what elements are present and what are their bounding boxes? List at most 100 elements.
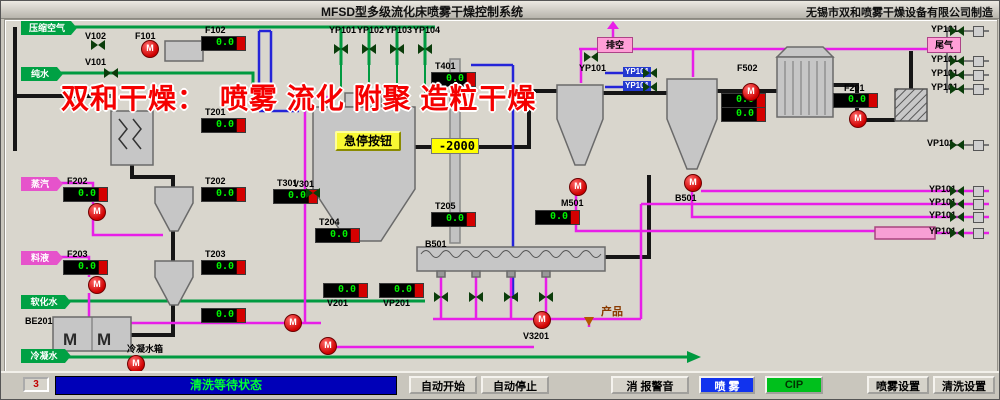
status-counter: 3: [23, 377, 49, 392]
valve[interactable]: [950, 84, 964, 94]
pump-motor[interactable]: M: [742, 83, 760, 101]
valve-body-icon: [546, 292, 553, 302]
button-spray-mode[interactable]: 喷 雾: [699, 376, 755, 394]
tag-label-YP101: YP101: [579, 63, 607, 73]
valve[interactable]: [950, 140, 964, 150]
valve-body-icon: [476, 292, 483, 302]
stream-tag-compressed-air: 压缩空气: [21, 21, 77, 35]
display-unit-tag: [236, 261, 245, 274]
valve-body-icon: [950, 56, 957, 66]
display-value: 0.0: [215, 261, 234, 272]
button-cip-mode[interactable]: CIP: [765, 376, 823, 394]
valve-body-icon: [91, 40, 98, 50]
valve-body-icon: [957, 26, 964, 36]
button-spray-settings[interactable]: 喷雾设置: [867, 376, 929, 394]
display-value: 0.0: [847, 94, 866, 105]
valve-body-icon: [950, 186, 957, 196]
valve-body-icon: [104, 68, 111, 78]
button-mute-alarm[interactable]: 消 报警音: [611, 376, 689, 394]
emergency-stop-button[interactable]: 急停按钮: [335, 131, 401, 151]
valve[interactable]: [306, 188, 320, 198]
tag-label-V101: V101: [85, 57, 107, 67]
valve[interactable]: [469, 292, 483, 302]
tag-label-T201: T201: [205, 107, 226, 117]
display-value: 0.0: [215, 119, 234, 130]
valve[interactable]: [584, 52, 598, 62]
button-auto-stop[interactable]: 自动停止: [481, 376, 549, 394]
valve[interactable]: [91, 40, 105, 50]
valve[interactable]: [643, 82, 657, 92]
tag-label-T301: T301: [277, 178, 298, 188]
valve-actuator-icon: [973, 228, 984, 239]
display-value: 0.0: [445, 213, 464, 224]
pump-motor[interactable]: M: [88, 203, 106, 221]
valve-body-icon: [334, 44, 341, 54]
valve[interactable]: [390, 44, 404, 54]
button-auto-start[interactable]: 自动开始: [409, 376, 477, 394]
valve-body-icon: [950, 84, 957, 94]
valve[interactable]: [950, 228, 964, 238]
display-unit-tag: [98, 261, 107, 274]
valve[interactable]: [362, 44, 376, 54]
display-unit-tag: [868, 94, 877, 107]
valve[interactable]: [950, 56, 964, 66]
valve[interactable]: [643, 68, 657, 78]
valve-actuator-icon: [973, 70, 984, 81]
pump-motor[interactable]: M: [569, 178, 587, 196]
valve[interactable]: [539, 292, 553, 302]
valve-body-icon: [950, 212, 957, 222]
valve-body-icon: [957, 199, 964, 209]
valve-body-icon: [313, 188, 320, 198]
pump-motor[interactable]: M: [849, 110, 867, 128]
valve-body-icon: [650, 82, 657, 92]
tag-label-YP101: YP101: [929, 226, 957, 236]
tag-label-YP104: YP104: [413, 25, 441, 35]
display-x15: 0.0: [833, 93, 878, 108]
pump-motor[interactable]: M: [684, 174, 702, 192]
pump-motor[interactable]: M: [88, 276, 106, 294]
pump-motor[interactable]: M: [284, 314, 302, 332]
display-unit-tag: [350, 229, 359, 242]
valve[interactable]: [104, 68, 118, 78]
valve-body-icon: [306, 188, 313, 198]
display-T203: 0.0: [201, 260, 246, 275]
valve[interactable]: [950, 199, 964, 209]
valve[interactable]: [950, 70, 964, 80]
valve-body-icon: [957, 228, 964, 238]
pump-motor[interactable]: M: [533, 311, 551, 329]
display-unit-tag: [466, 213, 475, 226]
tag-label-YP101: YP101: [931, 68, 959, 78]
valve[interactable]: [334, 44, 348, 54]
valve-body-icon: [643, 82, 650, 92]
valve-actuator-icon: [973, 199, 984, 210]
valve[interactable]: [950, 26, 964, 36]
pump-motor[interactable]: M: [319, 337, 337, 355]
valve[interactable]: [434, 292, 448, 302]
tag-label-VP201: VP201: [383, 298, 411, 308]
valve[interactable]: [950, 212, 964, 222]
stream-tag-condensate-water: 冷凝水: [21, 349, 71, 363]
valve-body-icon: [957, 186, 964, 196]
valve-body-icon: [957, 70, 964, 80]
display-value: 0.0: [215, 37, 234, 48]
valve-body-icon: [643, 68, 650, 78]
valve-body-icon: [397, 44, 404, 54]
valve[interactable]: [950, 186, 964, 196]
valve-body-icon: [341, 44, 348, 54]
display-unit-tag: [358, 284, 367, 297]
valve-actuator-icon: [973, 212, 984, 223]
tag-label-F201: F201: [844, 83, 865, 93]
display-value: 0.0: [215, 309, 234, 320]
valve-body-icon: [957, 212, 964, 222]
display-T201: 0.0: [201, 118, 246, 133]
tag-label-BE201: BE201: [25, 316, 53, 326]
display-VP201: 0.0: [379, 283, 424, 298]
valve[interactable]: [418, 44, 432, 54]
tag-label-T202: T202: [205, 176, 226, 186]
pump-motor[interactable]: M: [141, 40, 159, 58]
display-unit-tag: [756, 108, 765, 121]
button-clean-settings[interactable]: 清洗设置: [933, 376, 995, 394]
valve[interactable]: [504, 292, 518, 302]
display-unit-tag: [236, 188, 245, 201]
